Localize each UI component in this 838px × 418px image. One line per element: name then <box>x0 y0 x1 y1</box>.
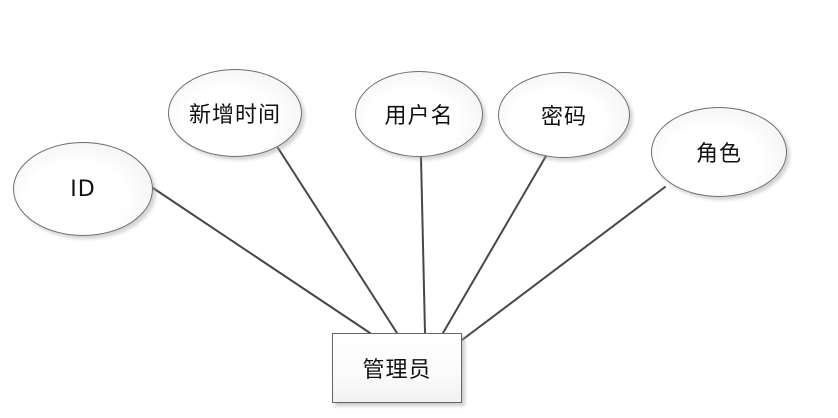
connector-role-to-admin <box>461 186 666 341</box>
attribute-ellipse-id: ID <box>13 142 153 236</box>
attribute-ellipse-password: 密码 <box>498 72 630 158</box>
connector-id-to-admin <box>149 185 371 334</box>
attribute-label-role: 角色 <box>695 142 742 167</box>
entity-rect-admin: 管理员 <box>332 333 462 403</box>
attribute-ellipse-add-time: 新增时间 <box>168 69 302 157</box>
attribute-ellipse-role: 角色 <box>651 107 787 197</box>
attribute-label-id: ID <box>70 176 96 202</box>
attribute-label-add-time: 新增时间 <box>188 103 281 128</box>
attribute-label-username: 用户名 <box>384 104 454 129</box>
connector-add-time-to-admin <box>277 147 398 334</box>
attribute-ellipse-username: 用户名 <box>355 71 483 157</box>
connector-password-to-admin <box>442 155 547 334</box>
connector-username-to-admin <box>420 156 426 334</box>
entity-label: 管理员 <box>362 358 432 383</box>
attribute-label-password: 密码 <box>540 105 587 130</box>
